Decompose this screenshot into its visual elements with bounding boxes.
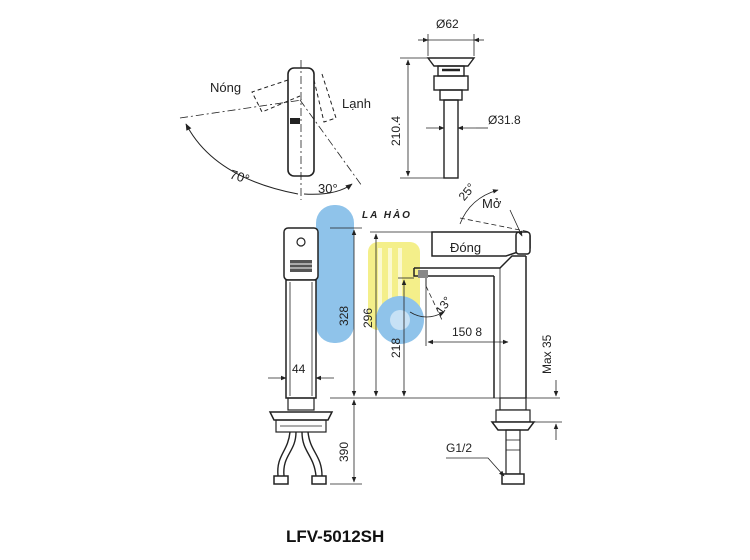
watermark-text: LA HÀO xyxy=(362,208,412,221)
angle-hot-swing: 70° xyxy=(228,167,251,187)
side-view xyxy=(268,227,560,485)
front-view xyxy=(370,189,562,485)
angle-spout-tilt: 13° xyxy=(433,294,455,317)
model-name: LFV-5012SH xyxy=(286,527,384,546)
handle-side xyxy=(283,227,319,281)
angle-lever-tilt: 25° xyxy=(456,180,479,203)
dim-drain-top-diameter: Ø62 xyxy=(436,17,459,31)
dim-total-height: 328 xyxy=(337,306,351,326)
dim-drain-pipe-diameter: Ø31.8 xyxy=(488,113,521,127)
top-view xyxy=(179,60,363,200)
watermark-logo: LA HÀO xyxy=(316,205,424,344)
dim-drain-height: 210.4 xyxy=(389,116,403,146)
dim-hose-length: 390 xyxy=(337,442,351,462)
label-hot: Nóng xyxy=(210,80,241,95)
dim-spout-reach: 150 8 xyxy=(452,325,482,339)
label-open: Mở xyxy=(482,196,502,211)
drain-view xyxy=(400,34,488,179)
dim-body-width: 44 xyxy=(292,362,306,376)
dim-spout-height: 218 xyxy=(389,338,403,358)
label-thread: G1/2 xyxy=(446,441,472,455)
dim-lever-height: 296 xyxy=(361,308,375,328)
angle-cold-swing: 30° xyxy=(318,181,338,196)
dim-deck-thickness: Max 35 xyxy=(540,334,554,374)
label-close: Đóng xyxy=(450,240,481,255)
label-cold: Lạnh xyxy=(342,96,371,111)
